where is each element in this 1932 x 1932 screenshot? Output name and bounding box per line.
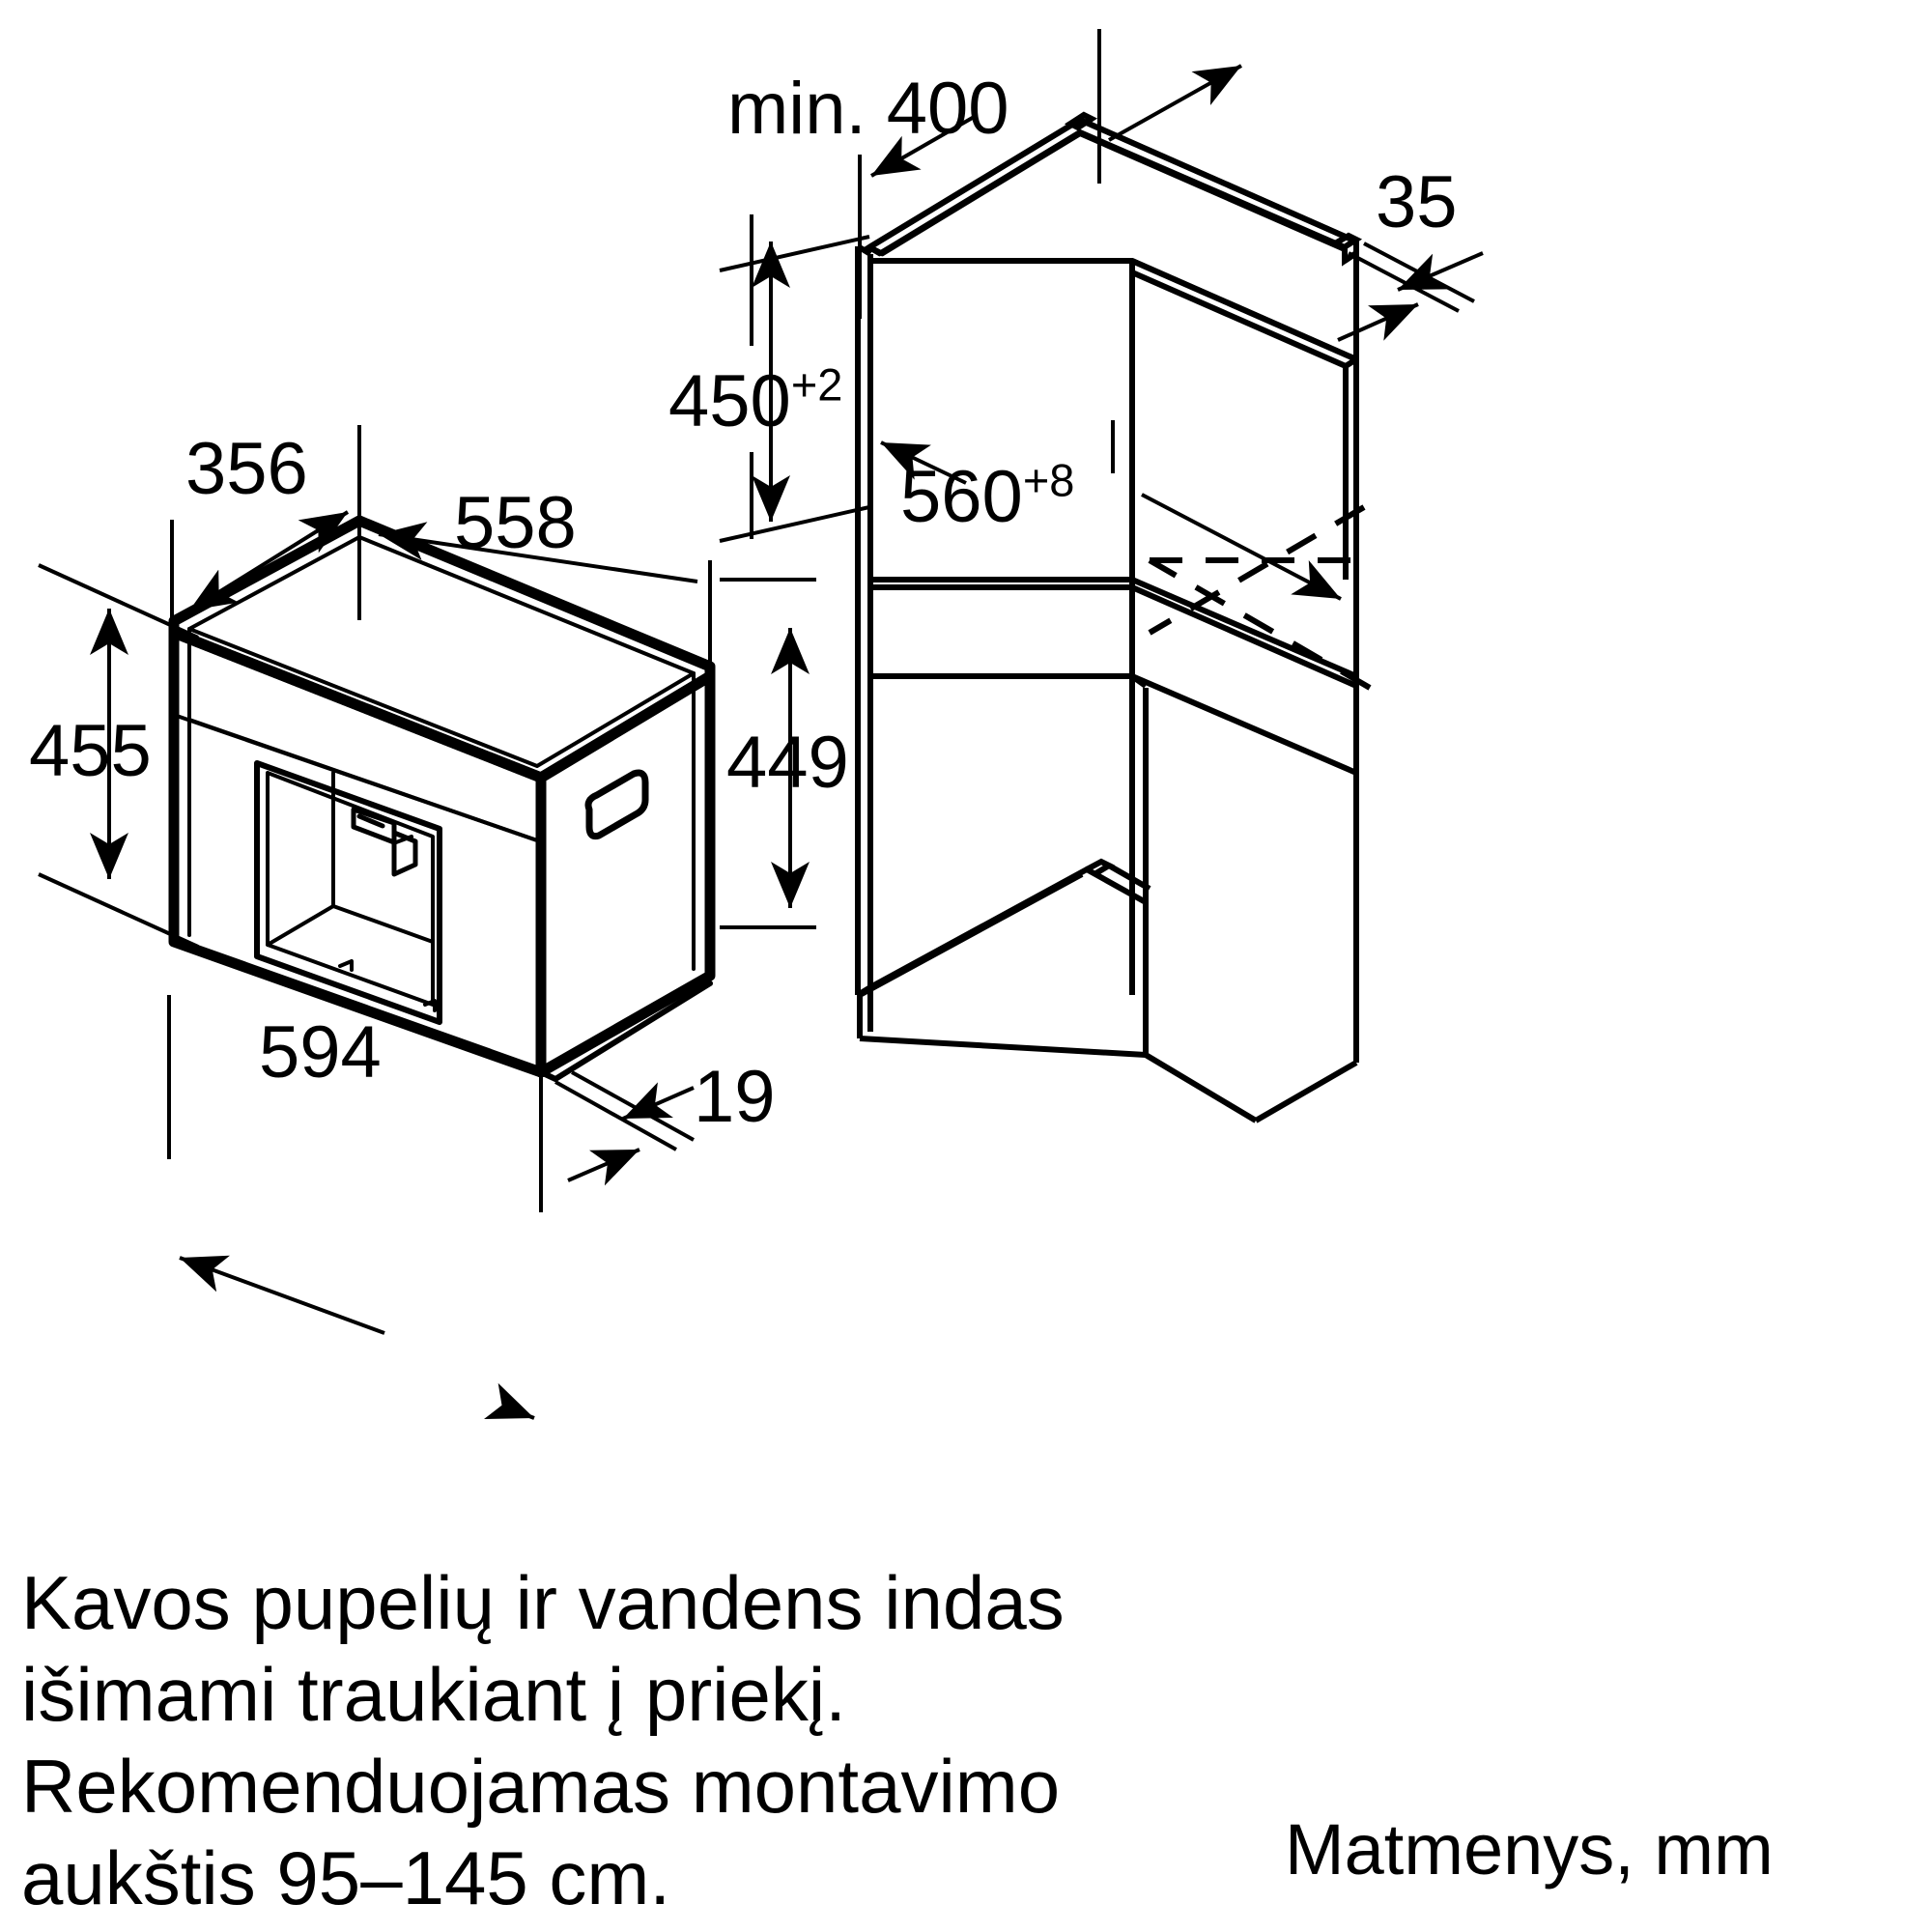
ext-line-450-bottom-lead xyxy=(719,505,870,543)
ext-line-19-b xyxy=(571,1070,695,1142)
appliance-spout-detail xyxy=(356,813,385,829)
dim-arrow-560-right xyxy=(1141,493,1342,601)
dim-label-19: 19 xyxy=(694,1056,776,1138)
dim-arrow-400-right xyxy=(1108,64,1242,142)
installation-note: Kavos pupelių ir vandens indas išimami t… xyxy=(21,1557,1065,1925)
appliance-control-strip-line-2 xyxy=(187,718,539,842)
dim-arrow-558-left xyxy=(378,522,698,583)
appliance-front-face xyxy=(168,627,547,1078)
dim-label-449: 449 xyxy=(726,722,849,804)
appliance-drip-tray-notch-2 xyxy=(423,999,437,1012)
dim-label-560: 560+8 xyxy=(900,454,1075,538)
dim-label-455: 455 xyxy=(29,710,152,792)
appliance-drawing xyxy=(168,515,716,1082)
appliance-spout-line xyxy=(394,835,413,844)
cabinet-mid-shelf-right xyxy=(1130,577,1358,679)
ext-line-455-top xyxy=(38,563,199,639)
ext-line-450-top-lead xyxy=(719,235,870,272)
cabinet-floor-notch xyxy=(1085,858,1116,877)
appliance-dispenser-recess-outer xyxy=(254,760,442,1025)
cabinet-hidden-line-3 xyxy=(1148,557,1372,691)
ext-line-19-a xyxy=(554,1080,677,1151)
ext-line-35-b xyxy=(1363,242,1475,303)
dim-label-558: 558 xyxy=(454,482,577,564)
cabinet-hidden-line-2 xyxy=(1148,504,1366,636)
dim-arrow-594-left xyxy=(179,1255,385,1335)
cabinet-dimension-lines xyxy=(719,29,1484,601)
dim-arrow-400-left xyxy=(870,114,977,178)
note-line-1: Kavos pupelių ir vandens indas xyxy=(21,1560,1065,1645)
ext-line-455-bottom xyxy=(38,872,199,949)
cabinet-upper-inner-top xyxy=(872,253,1359,364)
ext-line-35-a xyxy=(1348,251,1460,313)
appliance-handle xyxy=(584,769,649,840)
note-line-2: išimami traukiant į priekį. xyxy=(21,1652,846,1738)
appliance-recess-floor xyxy=(266,904,435,947)
dim-arrow-19-right xyxy=(567,1148,640,1186)
dim-label-594: 594 xyxy=(259,1011,382,1094)
appliance-side-face xyxy=(535,670,716,1078)
dim-label-35: 35 xyxy=(1376,161,1458,243)
dim-label-356: 356 xyxy=(185,428,308,510)
dim-arrow-35-upper xyxy=(1397,251,1484,292)
appliance-drip-tray-notch xyxy=(338,959,354,972)
appliance-dimension-lines xyxy=(38,425,816,1420)
cabinet-top-notch-left xyxy=(1064,111,1098,131)
appliance-base-edge xyxy=(538,980,713,1082)
note-line-3: Rekomenduojamas montavimo xyxy=(21,1744,1061,1830)
units-caption: Matmenys, mm xyxy=(1285,1809,1774,1889)
cabinet-plinth-front xyxy=(859,1036,1147,1058)
dim-arrow-560-left xyxy=(880,440,967,485)
dim-arrow-356 xyxy=(187,510,350,612)
cabinet-top-notch-right xyxy=(1329,232,1363,252)
dim-label-min-400: min. 400 xyxy=(727,68,1009,150)
dim-arrow-35-lower xyxy=(1337,302,1419,342)
dim-label-450: 450+2 xyxy=(668,358,843,442)
dim-arrow-19-left xyxy=(622,1082,695,1121)
dim-arrow-594-right xyxy=(484,1382,535,1420)
note-line-4: aukštis 95–145 cm. xyxy=(21,1835,671,1921)
